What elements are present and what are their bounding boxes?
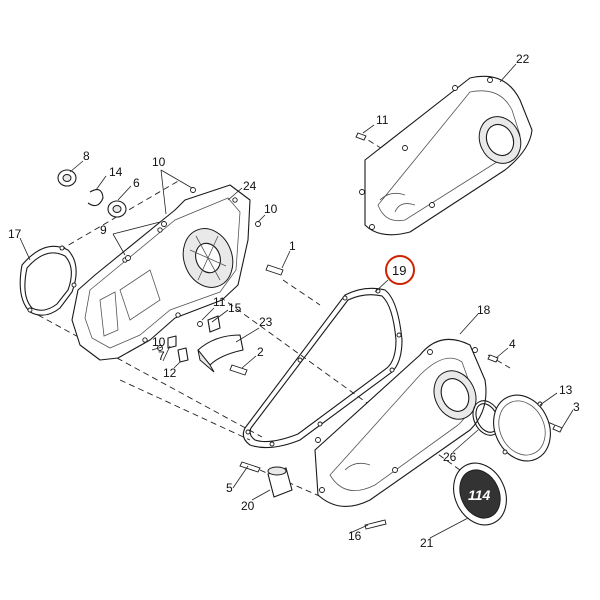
callout-5: 5	[226, 481, 233, 495]
inner-primary-housing	[71, 184, 251, 361]
clamp-part	[207, 315, 221, 333]
callout-18: 18	[477, 303, 491, 317]
highlight-circle	[385, 255, 415, 285]
seal-part	[57, 169, 77, 187]
callout-10-top: 10	[152, 155, 166, 169]
callout-9: 9	[100, 223, 107, 237]
outer-primary-cover-top	[359, 75, 533, 236]
callout-3: 3	[573, 400, 580, 414]
tensioner-shoe	[197, 334, 244, 373]
callout-7: 7	[158, 349, 165, 363]
callout-17: 17	[8, 227, 22, 241]
leader-lines	[19, 63, 574, 539]
inspection-cover	[493, 394, 551, 462]
fitting-parts	[167, 335, 189, 363]
callout-labels: 1 2 3 4 5 6 7 8 9 10 10 10 11 11 12 13 1…	[8, 52, 580, 550]
callout-11-mid: 11	[213, 295, 226, 309]
callout-21: 21	[420, 536, 434, 550]
callout-13: 13	[559, 383, 573, 397]
callout-10-right: 10	[264, 202, 278, 216]
callout-8: 8	[83, 149, 90, 163]
callout-19-highlight: 19	[385, 255, 415, 285]
outer-primary-cover-bottom	[314, 338, 487, 507]
callout-24: 24	[243, 179, 257, 193]
callout-14: 14	[109, 165, 123, 179]
bearing-part	[107, 200, 127, 218]
derby-cover-gasket	[19, 245, 77, 316]
retaining-ring	[87, 189, 104, 207]
callout-11-top: 11	[376, 113, 389, 127]
callout-1: 1	[289, 239, 296, 253]
callout-20: 20	[241, 499, 255, 513]
bolts	[125, 132, 563, 530]
callout-6: 6	[133, 176, 140, 190]
derby-cover: 114	[453, 462, 507, 526]
callout-10-bottom: 10	[152, 335, 166, 349]
spacer-part	[267, 466, 293, 498]
callout-15: 15	[228, 301, 242, 315]
callout-23: 23	[259, 315, 273, 329]
derby-badge-text: 114	[468, 487, 491, 503]
callout-16: 16	[348, 529, 362, 543]
callout-4: 4	[509, 337, 516, 351]
callout-22: 22	[516, 52, 530, 66]
callout-2: 2	[257, 345, 264, 359]
callout-26: 26	[443, 450, 457, 464]
callout-19: 19	[392, 263, 406, 278]
callout-12: 12	[163, 366, 177, 380]
